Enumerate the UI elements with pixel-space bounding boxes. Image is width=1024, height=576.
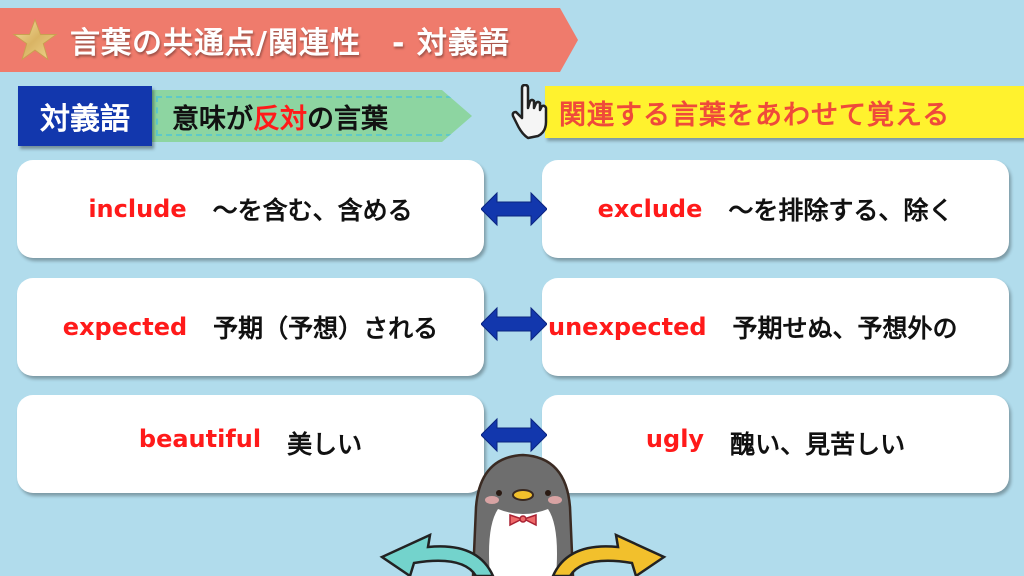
- double-arrow-icon: [480, 191, 548, 227]
- word-card-unexpected: unexpected 予期せぬ、予想外の: [542, 278, 1009, 376]
- english-word: expected: [62, 313, 188, 341]
- english-word: exclude: [597, 195, 703, 223]
- hint-text: 関連する言葉をあわせて覚える: [559, 99, 951, 131]
- word-card-beautiful: beautiful 美しい: [17, 395, 484, 493]
- english-word: include: [88, 195, 187, 223]
- meaning-text-after: の言葉: [307, 103, 388, 135]
- word-card-include: include ～を含む、含める: [17, 160, 484, 258]
- category-label: 対義語: [18, 86, 152, 146]
- japanese-meaning: 美しい: [287, 430, 363, 459]
- meaning-text-highlight: 反対: [253, 103, 307, 135]
- japanese-meaning: 予期せぬ、予想外の: [732, 314, 958, 343]
- meaning-banner: 意味が反対の言葉: [150, 90, 472, 142]
- english-word: beautiful: [138, 425, 262, 453]
- double-arrow-icon: [480, 306, 548, 342]
- penguin-mascot-icon: [368, 447, 678, 576]
- title-banner: 言葉の共通点/関連性 - 対義語: [0, 8, 578, 72]
- japanese-meaning: 予期（予想）される: [213, 314, 439, 343]
- english-word: ugly: [645, 425, 705, 453]
- meaning-text-before: 意味が: [172, 103, 253, 135]
- page-title: 言葉の共通点/関連性 - 対義語: [70, 26, 510, 61]
- dashed-border: [156, 96, 452, 136]
- japanese-meaning: ～を排除する、除く: [728, 196, 954, 225]
- word-card-exclude: exclude ～を排除する、除く: [542, 160, 1009, 258]
- japanese-meaning: 醜い、見苦しい: [730, 430, 906, 459]
- hint-banner: 関連する言葉をあわせて覚える: [545, 86, 1024, 138]
- english-word: unexpected: [548, 313, 707, 341]
- japanese-meaning: ～を含む、含める: [212, 196, 413, 225]
- word-card-expected: expected 予期（予想）される: [17, 278, 484, 376]
- word-card-ugly: ugly 醜い、見苦しい: [542, 395, 1009, 493]
- star-icon: [10, 15, 60, 65]
- pointing-hand-icon: [510, 83, 558, 140]
